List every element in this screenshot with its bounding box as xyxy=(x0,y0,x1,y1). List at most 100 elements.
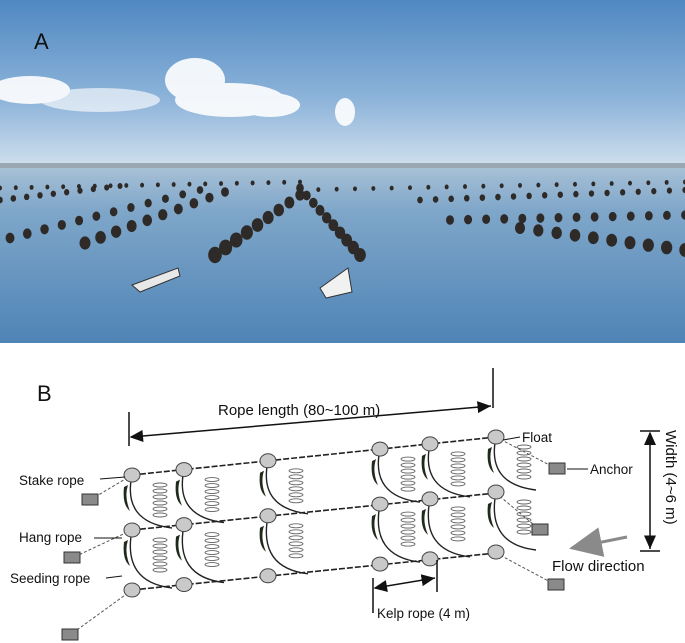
kelp-plant xyxy=(123,540,130,566)
buoy xyxy=(179,190,187,199)
kelp-coil xyxy=(204,550,220,556)
buoy xyxy=(161,194,169,203)
buoy xyxy=(536,213,545,223)
buoy xyxy=(624,236,636,250)
hang-rope-label: Hang rope xyxy=(19,530,82,545)
kelp-coil xyxy=(450,518,466,524)
kelp-plant xyxy=(371,514,378,541)
buoy xyxy=(316,187,321,193)
buoy xyxy=(448,195,454,203)
buoy xyxy=(5,232,15,244)
kelp-plant xyxy=(175,534,182,561)
seeding-rope-loop xyxy=(493,436,537,491)
buoy xyxy=(295,189,305,201)
buoy xyxy=(57,219,66,230)
buoy xyxy=(221,187,229,197)
kelp-coil xyxy=(400,468,416,474)
stake-rope-label: Stake rope xyxy=(19,473,84,488)
seeding-rope-loop xyxy=(129,529,173,589)
buoy xyxy=(371,186,376,191)
buoy xyxy=(573,181,577,187)
buoy xyxy=(302,190,311,201)
seeding-rope-loop xyxy=(181,524,225,584)
rope-length-label: Rope length (80~100 m) xyxy=(218,402,380,419)
buoy xyxy=(234,180,239,186)
kelp-coil xyxy=(288,553,304,559)
buoy xyxy=(642,238,654,252)
kelp-coil xyxy=(152,555,168,561)
buoy xyxy=(353,186,357,192)
buoy xyxy=(124,183,129,188)
buoy xyxy=(321,212,332,224)
kelp-coil xyxy=(204,489,220,495)
float xyxy=(371,441,389,457)
kelp-coil xyxy=(400,480,416,486)
buoy xyxy=(29,184,34,190)
panel-b-label: B xyxy=(37,381,52,406)
buoy xyxy=(75,215,84,226)
buoy xyxy=(37,192,43,199)
buoy xyxy=(196,186,204,194)
float xyxy=(371,556,389,572)
kelp-coil xyxy=(400,523,416,529)
buoy xyxy=(76,184,81,189)
kelp-coil xyxy=(152,494,168,500)
kelp-plant xyxy=(259,470,266,497)
buoy xyxy=(389,185,394,191)
buoy xyxy=(309,197,318,209)
kelp-coil xyxy=(516,505,532,511)
buoy xyxy=(13,185,18,191)
kelp-coil xyxy=(450,475,466,481)
anchors xyxy=(61,462,566,641)
floats xyxy=(123,429,505,598)
buoy xyxy=(518,183,522,188)
kelp-coil xyxy=(516,444,532,450)
buoy xyxy=(92,183,97,189)
kelp-coil xyxy=(400,535,416,541)
kelp-coil xyxy=(152,488,168,494)
buoy xyxy=(250,180,255,186)
kelp-plants xyxy=(123,447,494,566)
seeding-rope-loop xyxy=(427,498,471,558)
buoy xyxy=(551,226,562,240)
buoy xyxy=(482,214,491,225)
buoy xyxy=(464,194,470,202)
kelp-coil xyxy=(288,535,304,541)
seeding-rope-label: Seeding rope xyxy=(10,571,90,586)
buoy xyxy=(542,192,548,199)
kelp-rope-arrow xyxy=(373,574,436,592)
anchor xyxy=(61,628,79,641)
float xyxy=(175,517,193,533)
buoy xyxy=(158,209,168,221)
buoy xyxy=(644,211,653,221)
float xyxy=(175,462,193,478)
kelp-coil xyxy=(288,529,304,535)
stake-rope xyxy=(71,529,133,559)
kelp-plant xyxy=(487,502,494,528)
buoy xyxy=(588,190,595,197)
float xyxy=(487,429,505,445)
buoy xyxy=(464,214,473,225)
buoy xyxy=(104,184,110,191)
flow-direction-label: Flow direction xyxy=(552,558,645,575)
buoy xyxy=(432,196,439,203)
buoy xyxy=(569,229,581,242)
kelp-coil xyxy=(288,468,304,474)
buoy xyxy=(328,219,339,232)
kelp-farm-photo: A xyxy=(0,0,685,343)
buoy xyxy=(444,184,449,190)
kelp-coil xyxy=(288,480,304,486)
stake-rope xyxy=(69,589,133,636)
kelp-coil xyxy=(152,561,168,567)
main-ropes xyxy=(131,436,497,591)
buoy xyxy=(92,211,101,221)
buoy xyxy=(664,179,669,185)
buoy xyxy=(606,233,618,247)
kelp-coil xyxy=(204,495,220,501)
buoy xyxy=(554,182,559,188)
sky xyxy=(0,0,685,170)
kelp-coil xyxy=(516,450,532,456)
buoy xyxy=(10,195,17,202)
kelp-coil xyxy=(400,517,416,523)
buoy xyxy=(628,180,632,186)
